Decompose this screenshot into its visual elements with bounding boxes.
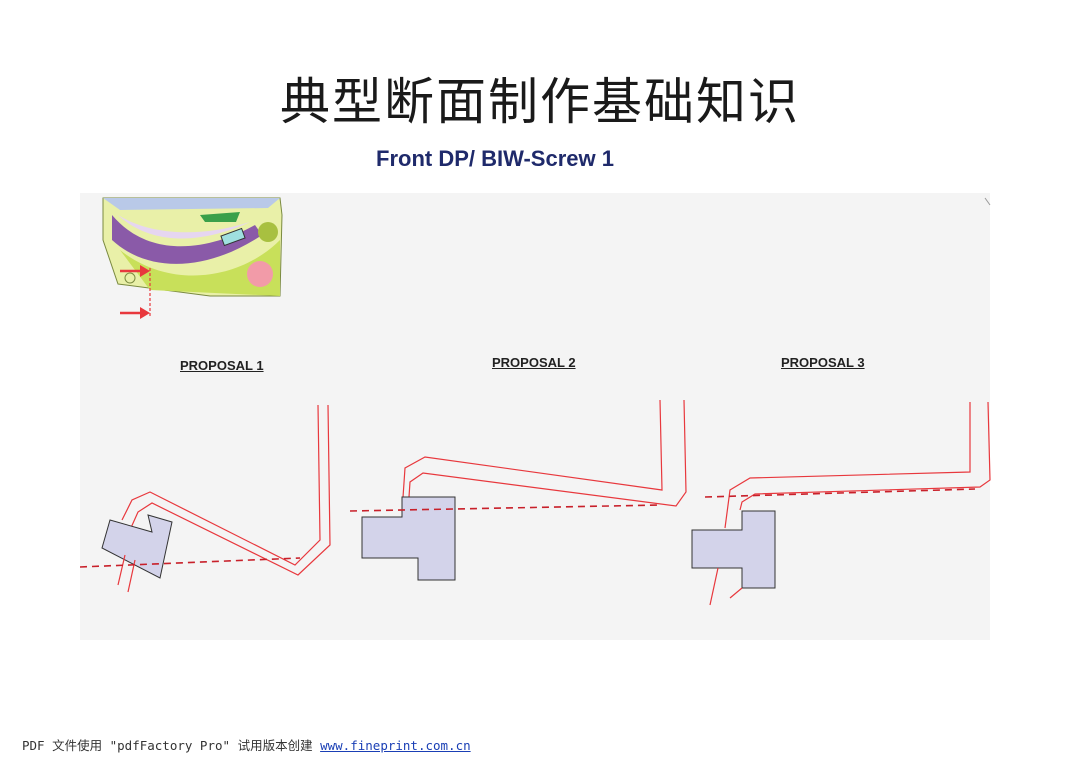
door-panel-thumbnail [102,197,283,319]
page-subtitle: Front DP/ BIW-Screw 1 [376,146,614,171]
proposal-3-section [691,401,991,606]
footer-link[interactable]: www.fineprint.com.cn [320,738,471,753]
proposal-2-section [349,399,687,581]
proposal-3-label: PROPOSAL 3 [781,355,865,370]
page-title: 典型断面制作基础知识 [280,73,800,131]
proposal-2-label: PROPOSAL 2 [492,355,576,370]
proposal-1-section [79,404,331,593]
pdf-footer: PDF 文件使用 "pdfFactory Pro" 试用版本创建 www.fin… [22,735,471,754]
proposal-1-label: PROPOSAL 1 [180,358,264,373]
footer-text: PDF 文件使用 "pdfFactory Pro" 试用版本创建 [22,738,313,753]
